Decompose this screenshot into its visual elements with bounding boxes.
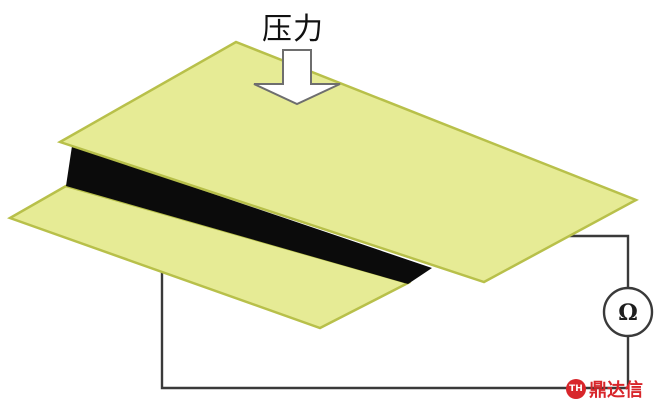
watermark: TH 鼎达信	[566, 376, 643, 402]
ohm-symbol: Ω	[618, 300, 638, 326]
top-plate	[56, 40, 639, 284]
force-label: 压力	[262, 12, 324, 47]
watermark-text: 鼎达信	[589, 380, 643, 401]
watermark-logo: TH	[566, 379, 586, 399]
circuit-wire	[160, 234, 630, 390]
sensing-layer	[66, 146, 432, 284]
ohmmeter	[602, 286, 654, 338]
force-arrow	[253, 49, 341, 106]
